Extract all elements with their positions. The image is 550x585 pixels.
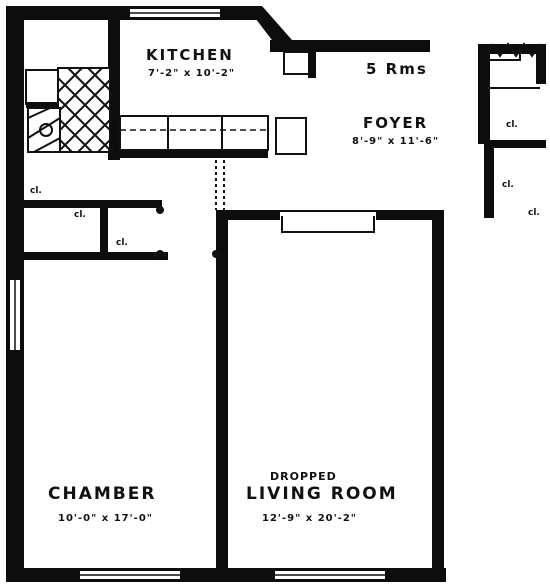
living-step <box>280 212 376 220</box>
right-wall-top-corner <box>536 44 546 84</box>
closet-label-chamber-2: cl. <box>74 210 86 220</box>
kitchen-tile-floor <box>57 67 111 153</box>
foyer-name: FOYER <box>363 114 429 132</box>
kitchen-name: KITCHEN <box>146 46 234 64</box>
foyer-zigzag <box>491 42 541 58</box>
closet-wall-top <box>24 200 162 208</box>
closet-label-foyer-3: cl. <box>528 208 540 218</box>
living-name-line2: LIVING ROOM <box>246 484 398 504</box>
right-wall-upper <box>478 44 490 144</box>
living-dims: 12'-9" x 20'-2" <box>262 513 358 524</box>
foyer-closet-outline <box>490 49 540 89</box>
living-step-outline <box>281 216 375 233</box>
closet-label-foyer-1: cl. <box>506 120 518 130</box>
closet-knob-1 <box>156 206 164 214</box>
chamber-name: CHAMBER <box>48 484 157 504</box>
door-post-1 <box>212 250 220 258</box>
right-wall-living <box>432 210 444 582</box>
closet-label-chamber-3: cl. <box>116 238 128 248</box>
unit-label: 5 Rms <box>366 60 428 78</box>
right-wall-lower <box>484 140 494 218</box>
kitchen-bottom-wall <box>108 150 268 158</box>
closet-knob-2 <box>156 250 164 258</box>
right-closet-wall <box>490 140 546 148</box>
kitchen-niche <box>283 51 311 75</box>
kitchen-stove <box>27 107 61 153</box>
kitchen-niche-wall <box>308 52 316 78</box>
closet-label-chamber-1: cl. <box>30 186 42 196</box>
kitchen-dims: 7'-2" x 10'-2" <box>148 68 236 79</box>
right-wall-top-ext <box>488 44 544 54</box>
top-wall-angle <box>246 6 292 48</box>
foyer-dims: 8'-9" x 11'-6" <box>352 136 440 147</box>
closet-wall-bottom <box>24 252 168 260</box>
chamber-dims: 10'-0" x 17'-0" <box>58 513 154 524</box>
kitchen-top-wall <box>270 40 430 52</box>
kitchen-cabinets <box>119 115 269 151</box>
closet-divider <box>100 208 108 258</box>
closet-label-foyer-2: cl. <box>502 180 514 190</box>
fridge-box <box>275 117 307 155</box>
chamber-living-wall <box>216 210 228 582</box>
kitchen-counter-box <box>25 69 61 105</box>
living-name-line1: DROPPED <box>270 470 337 483</box>
